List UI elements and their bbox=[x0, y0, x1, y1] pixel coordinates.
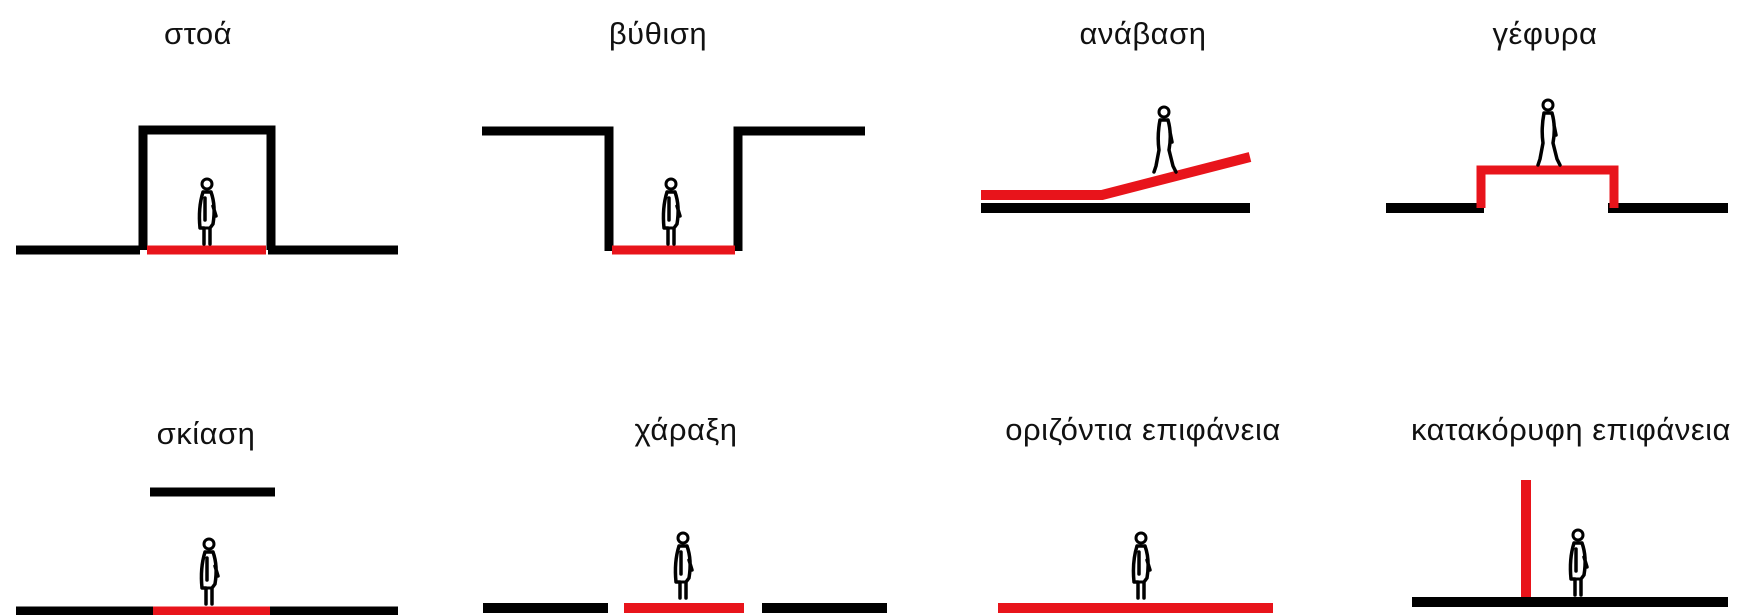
vythisi-walls bbox=[482, 126, 865, 251]
diagram-gefyra bbox=[1386, 98, 1728, 213]
diagram-charaxi bbox=[483, 531, 887, 613]
title-gefyra: γέφυρα bbox=[1492, 16, 1598, 51]
diagram-anavasi bbox=[981, 105, 1252, 213]
vythisi-person bbox=[661, 177, 682, 246]
stoa-person bbox=[197, 177, 218, 246]
katakoryfi-person bbox=[1568, 528, 1589, 597]
gefyra-bridge-highlight bbox=[1476, 165, 1619, 208]
diagram-katakoryfi bbox=[1412, 480, 1728, 607]
diagram-orizontia bbox=[998, 531, 1273, 613]
diagram-skiasi bbox=[16, 487, 398, 615]
diagram-vythisi bbox=[482, 126, 865, 255]
title-vythisi: βύθιση bbox=[608, 16, 708, 51]
anavasi-person bbox=[1152, 105, 1178, 174]
diagram-stoa bbox=[16, 125, 398, 255]
gefyra-person bbox=[1536, 98, 1562, 167]
orizontia-person bbox=[1131, 531, 1152, 600]
anavasi-ramp-highlight bbox=[981, 152, 1252, 200]
title-anavasi: ανάβαση bbox=[1079, 16, 1207, 51]
title-katakoryfi: κατακόρυφη επιφάνεια bbox=[1411, 412, 1731, 447]
title-skiasi: σκίαση bbox=[156, 416, 256, 451]
stoa-frame bbox=[138, 125, 276, 250]
charaxi-person bbox=[673, 531, 694, 600]
title-charaxi: χάραξη bbox=[634, 412, 738, 447]
title-stoa: στοά bbox=[163, 16, 233, 51]
skiasi-person bbox=[199, 537, 220, 606]
title-orizontia: οριζόντια επιφάνεια bbox=[1005, 412, 1281, 447]
